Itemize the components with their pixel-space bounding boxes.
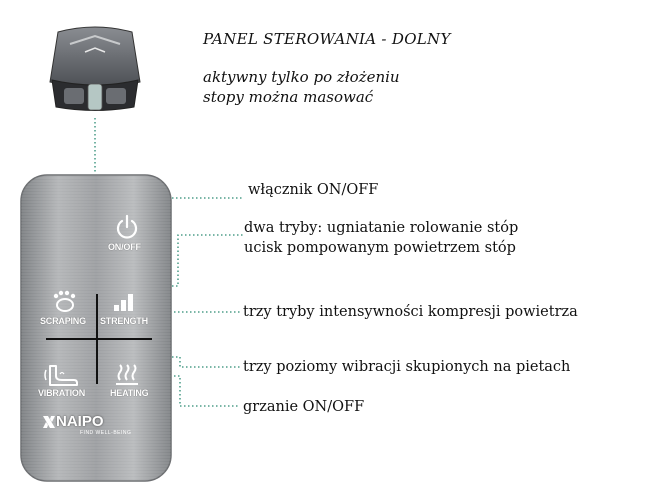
callout-onoff: włącznik ON/OFF <box>248 182 379 198</box>
foot-massager-device-icon <box>49 26 141 111</box>
callout-modes: dwa tryby: ugniatanie rolowanie stóp uci… <box>244 218 518 258</box>
brand-logo-text: NAIPO <box>56 413 104 430</box>
brand-tagline: FIND WELL-BEING <box>80 430 132 436</box>
callout-intensity: trzy tryby intensywności kompresji powie… <box>243 304 578 320</box>
scraping-button-label[interactable]: SCRAPING <box>40 316 86 326</box>
naipo-logo-mark-icon <box>43 416 55 428</box>
subtitle-line-1: aktywny tylko po złożeniu <box>203 68 400 86</box>
vibration-button-label[interactable]: VIBRATION <box>38 388 86 398</box>
power-button-icon[interactable] <box>114 214 140 240</box>
callout-heating: grzanie ON/OFF <box>243 399 365 415</box>
strength-button-label[interactable]: STRENGTH <box>100 316 148 326</box>
vibration-foot-icon[interactable] <box>44 362 80 388</box>
control-panel-body <box>20 174 172 482</box>
strength-bars-icon[interactable] <box>112 292 138 312</box>
heating-button-label[interactable]: HEATING <box>110 388 149 398</box>
page-title: PANEL STEROWANIA - DOLNY <box>203 30 451 48</box>
heating-connector <box>150 375 240 407</box>
callout-modes-line-2: ucisk pompowanym powietrzem stóp <box>244 240 516 256</box>
callout-vibration: trzy poziomy wibracji skupionych na piet… <box>243 359 571 375</box>
scraping-foot-icon[interactable] <box>50 290 80 314</box>
subtitle-line-2: stopy można masować <box>203 88 374 106</box>
control-panel: ON/OFF SCRAPING STRENGTH VIBRATION HEATI… <box>20 174 172 482</box>
heating-waves-icon[interactable] <box>114 364 140 386</box>
onoff-button-label[interactable]: ON/OFF <box>108 242 141 252</box>
page-subtitle: aktywny tylko po złożeniu stopy można ma… <box>203 67 400 107</box>
callout-modes-line-1: dwa tryby: ugniatanie rolowanie stóp <box>244 220 519 236</box>
